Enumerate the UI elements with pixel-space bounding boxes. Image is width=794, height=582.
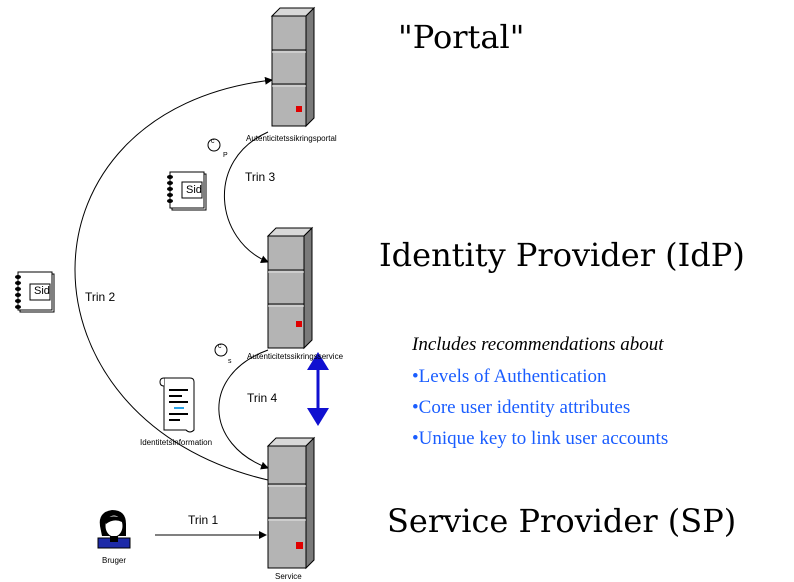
recommendations-intro: Includes recommendations about — [412, 334, 664, 355]
sid-notebook-icon — [167, 171, 207, 211]
blue-double-arrow — [307, 352, 329, 426]
copyright-sub-s: s — [228, 358, 232, 365]
trin4-label: Trin 4 — [247, 391, 278, 405]
sid-label-2: Sid — [34, 285, 50, 297]
sp-title: Service Provider (SP) — [387, 502, 737, 540]
sp-server-label: Service — [275, 572, 302, 581]
idp-server-label: Autenticitetssikringsservice — [247, 352, 344, 361]
copyright-symbol-portal: c — [211, 138, 215, 145]
portal-server-icon — [270, 6, 316, 128]
sid-notebook-icon-2 — [15, 271, 55, 313]
trin2-label: Trin 2 — [85, 290, 116, 304]
recommendation-item: •Levels of Authentication — [412, 366, 607, 387]
trin2-arc — [74, 76, 273, 481]
trin3-label: Trin 3 — [245, 170, 276, 184]
document-icon — [159, 377, 195, 433]
recommendation-item: •Unique key to link user accounts — [412, 428, 669, 449]
copyright-circle-portal — [207, 138, 221, 152]
copyright-circle-idp — [214, 343, 228, 357]
sid-label: Sid — [186, 184, 202, 196]
copyright-symbol-idp: c — [218, 343, 222, 350]
user-icon — [97, 510, 131, 549]
portal-title: "Portal" — [398, 18, 525, 56]
service-server-icon — [266, 436, 316, 570]
idp-title: Identity Provider (IdP) — [379, 236, 745, 274]
copyright-sub-p: P — [223, 152, 228, 159]
document-label: Identitetsinformation — [140, 438, 213, 447]
trin1-label: Trin 1 — [188, 513, 219, 527]
trin3-arc — [223, 131, 269, 264]
user-label: Bruger — [102, 556, 127, 565]
recommendation-item: •Core user identity attributes — [412, 397, 631, 418]
trin4-arc — [218, 349, 269, 470]
portal-server-label: Autenticitetssikringsportal — [246, 134, 337, 143]
idp-server-icon — [266, 226, 314, 350]
